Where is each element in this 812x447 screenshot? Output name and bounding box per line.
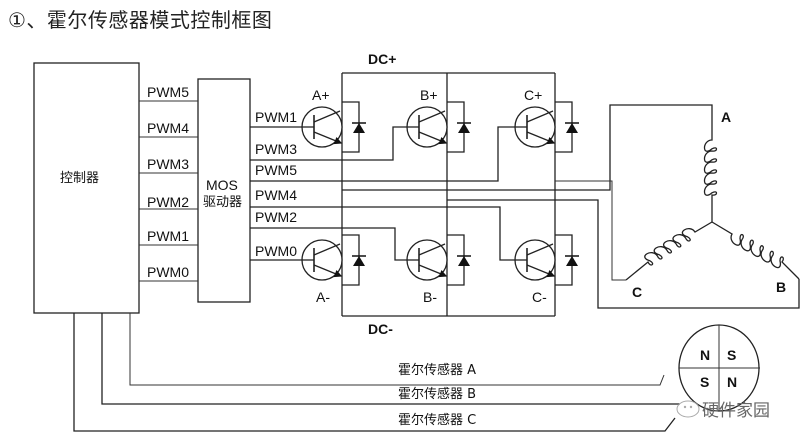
rotor-pole: S: [700, 374, 709, 390]
controller-block: [33, 62, 140, 314]
drv-pwm-label: PWM2: [255, 209, 297, 225]
switch-label-b-minus: B-: [423, 289, 437, 305]
controller-label: 控制器: [60, 171, 99, 186]
dc-positive-label: DC+: [368, 51, 396, 67]
ctrl-pwm-label: PWM3: [147, 156, 189, 172]
diode-icon: [353, 123, 365, 133]
diode-wire: [555, 234, 573, 286]
diode-icon: [458, 256, 470, 266]
transistor-b-upper: [406, 101, 471, 153]
phase-c-wire: [555, 180, 626, 281]
driver-label-line1: MOS: [206, 177, 238, 193]
watermark: 硬件家园: [676, 400, 770, 421]
rotor: N S S N: [678, 324, 760, 412]
drv-pwm-label: PWM0: [255, 243, 297, 259]
hall-label-c: 霍尔传感器 C: [398, 412, 476, 428]
drv-pwm-label: PWM5: [255, 162, 297, 178]
hall-c-line: [73, 313, 676, 432]
diode-wire: [447, 101, 465, 153]
phase-label-a: A: [721, 109, 731, 125]
watermark-text: 硬件家园: [702, 401, 770, 421]
transistor-c-upper: [514, 101, 579, 153]
diode-icon: [353, 256, 365, 266]
transistor-a-lower: [301, 234, 366, 286]
switch-label-a-plus: A+: [312, 87, 330, 103]
transistor-b-lower: [406, 234, 471, 286]
diagram-title: ①、霍尔传感器模式控制框图: [8, 8, 273, 32]
switch-label-c-plus: C+: [524, 87, 542, 103]
phase-a-wire: [342, 104, 713, 191]
diode-icon: [566, 123, 578, 133]
rotor-pole: N: [700, 347, 710, 363]
diode-icon: [458, 123, 470, 133]
dc-negative-label: DC-: [368, 321, 393, 337]
driver-label-line2: 驱动器: [203, 195, 242, 210]
diode-wire: [447, 234, 465, 286]
hall-a-line: [129, 313, 665, 386]
drv-pwm-label: PWM4: [255, 187, 297, 203]
drv-pwm-label: PWM1: [255, 109, 297, 125]
hall-sensor-wiring: [73, 313, 680, 432]
phase-label-c: C: [632, 284, 642, 300]
rotor-pole: S: [727, 347, 736, 363]
diode-wire: [555, 101, 573, 153]
ctrl-pwm-label: PWM4: [147, 120, 189, 136]
phase-b-wire: [447, 199, 800, 309]
rotor-pole: N: [727, 374, 737, 390]
hall-label-b: 霍尔传感器 B: [398, 386, 476, 402]
winding-c: [625, 221, 713, 281]
transistor-c-lower: [514, 234, 579, 286]
transistor-a-upper: [301, 101, 366, 153]
ctrl-pwm-label: PWM5: [147, 84, 189, 100]
drv-pwm-label: PWM3: [255, 141, 297, 157]
ctrl-pwm-label: PWM0: [147, 264, 189, 280]
hall-b-line: [101, 313, 680, 405]
diode-icon: [566, 256, 578, 266]
switch-label-c-minus: C-: [532, 289, 547, 305]
winding-a: [703, 130, 718, 222]
ctrl-pwm-label: PWM2: [147, 194, 189, 210]
ctrl-pwm-label: PWM1: [147, 228, 189, 244]
winding-b: [711, 221, 800, 280]
mos-driver-block: [197, 78, 251, 303]
motor-wiring: [342, 104, 800, 309]
diode-wire: [342, 234, 360, 286]
gate-wiring: [250, 126, 518, 261]
hall-label-a: 霍尔传感器 A: [398, 362, 476, 378]
phase-label-b: B: [776, 279, 786, 295]
diode-wire: [342, 101, 360, 153]
wechat-icon: [676, 400, 700, 418]
switch-label-b-plus: B+: [420, 87, 438, 103]
motor-windings: [625, 130, 800, 281]
controller-pwm-lines: [139, 100, 198, 282]
switch-label-a-minus: A-: [316, 289, 330, 305]
